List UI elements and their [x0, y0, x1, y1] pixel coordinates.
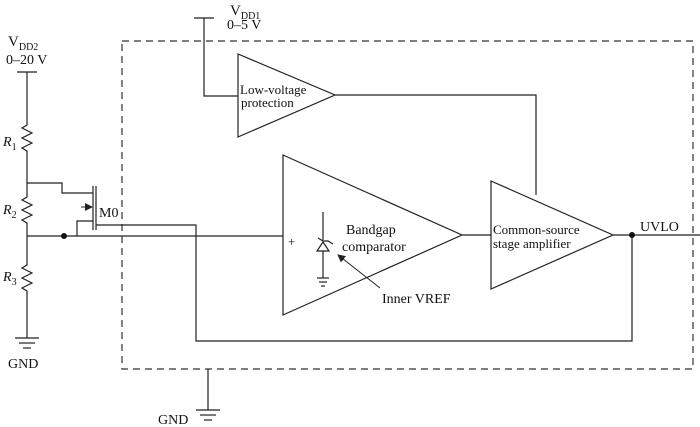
svg-text:R3: R3 — [2, 270, 17, 288]
vdd2-symbol: V — [8, 34, 19, 50]
bottom-ground-symbol — [196, 409, 220, 421]
m0-label: M0 — [99, 206, 118, 221]
resistor-r2 — [20, 194, 34, 227]
resistor-r3 — [20, 262, 34, 295]
junction-dot-left — [61, 233, 67, 239]
m0-transistor: M0 — [27, 182, 124, 236]
resistor-r1 — [20, 122, 34, 155]
amplifier-label-line2: stage amplifier — [493, 236, 571, 251]
lvp-label-line1: Low-voltage — [240, 82, 307, 97]
vdd2-range: 0–20 V — [6, 53, 47, 68]
bottom-gnd-label: GND — [158, 413, 188, 427]
r3-index: 3 — [12, 277, 17, 288]
svg-text:R1: R1 — [2, 135, 17, 153]
bandgap-comparator-block: + Bandgap comparator — [282, 154, 464, 316]
lvp-to-amplifier-wire — [335, 94, 537, 195]
svg-text:R2: R2 — [2, 203, 17, 221]
inner-vref-label: Inner VREF — [382, 292, 451, 307]
common-source-amplifier-block: Common-source stage amplifier — [490, 180, 615, 290]
low-voltage-protection-block: Low-voltage protection — [237, 53, 337, 138]
r2-letter: R — [2, 203, 12, 218]
r1-letter: R — [2, 135, 12, 150]
r2-index: 2 — [12, 210, 17, 221]
comparator-plus-sign: + — [288, 234, 295, 249]
r1-index: 1 — [12, 142, 17, 153]
vdd1-range: 0–5 V — [227, 18, 261, 33]
feedback-wire — [124, 224, 633, 342]
vdd1-symbol: V — [230, 3, 241, 19]
svg-text:VDD2: VDD2 — [8, 34, 38, 53]
vdd1-supply: VDD1 0–5 V — [194, 3, 261, 97]
svg-text:VDD1: VDD1 — [230, 3, 260, 22]
lvp-label-line2: protection — [241, 95, 294, 110]
vdd2-supply: VDD2 0–20 V — [6, 34, 47, 122]
r3-letter: R — [2, 270, 12, 285]
amplifier-label-line1: Common-source — [493, 222, 580, 237]
comparator-label-line1: Bandgap — [346, 223, 396, 238]
resistor-ladder: R1 R2 R3 — [2, 122, 34, 338]
inner-vref-arrow — [337, 254, 381, 289]
vdd2-subscript: DD2 — [19, 42, 38, 53]
comparator-label-line2: comparator — [342, 240, 406, 255]
chip-boundary — [121, 40, 694, 370]
junction-dot-output — [629, 232, 635, 238]
vdd1-subscript: DD1 — [241, 11, 260, 22]
left-ground-symbol — [15, 337, 39, 349]
uvlo-label: UVLO — [640, 220, 679, 235]
zener-reference-symbol — [315, 212, 334, 287]
left-gnd-label: GND — [8, 357, 38, 372]
